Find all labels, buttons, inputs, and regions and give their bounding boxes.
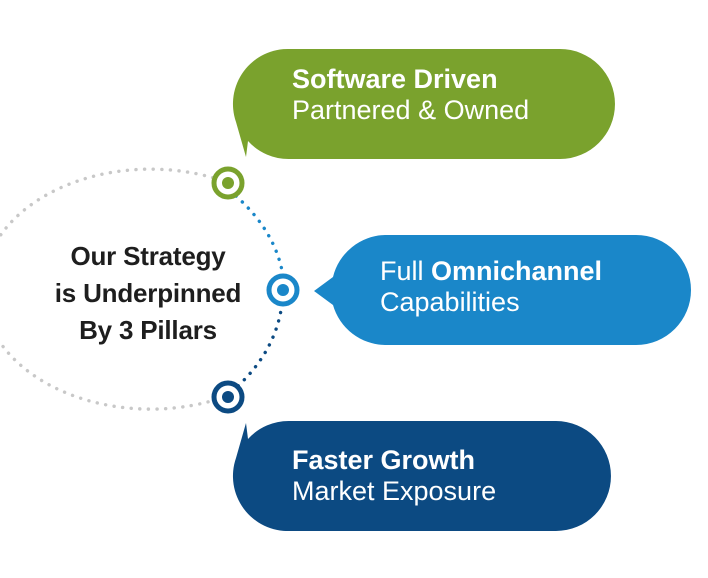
node-growth xyxy=(211,380,245,414)
center-line-3: By 3 Pillars xyxy=(79,315,217,345)
dotted-arc-top xyxy=(234,194,285,278)
pillar-bubble-omnichannel xyxy=(314,235,691,345)
pillar-title-growth: Faster Growth xyxy=(292,445,476,475)
node-software xyxy=(211,166,245,200)
pillar-title-omnichannel: Omnichannel xyxy=(431,256,603,286)
pillar-subtitle-software: Partnered & Owned xyxy=(292,95,530,125)
pillar-bubble-software xyxy=(232,48,615,160)
pillar-title-software: Software Driven xyxy=(292,64,498,94)
pillar-subtitle-omnichannel: Capabilities xyxy=(380,287,520,317)
center-line-1: Our Strategy xyxy=(70,241,226,271)
node-omnichannel xyxy=(266,273,300,307)
dotted-arc-bottom xyxy=(236,302,284,388)
pillar-text-omnichannel: Full Omnichannel Capabilities xyxy=(380,256,602,318)
dotted-circle-gray-arc xyxy=(0,167,231,411)
pillar-prefix-omnichannel: Full xyxy=(380,256,432,286)
center-title: Our Strategy is Underpinned By 3 Pillars xyxy=(28,238,268,349)
pillar-text-software: Software Driven Partnered & Owned xyxy=(292,64,529,126)
pillar-bubble-growth xyxy=(232,420,611,532)
pillar-subtitle-growth: Market Exposure xyxy=(292,476,497,506)
pillar-text-growth: Faster Growth Market Exposure xyxy=(292,445,496,507)
center-line-2: is Underpinned xyxy=(54,278,242,308)
